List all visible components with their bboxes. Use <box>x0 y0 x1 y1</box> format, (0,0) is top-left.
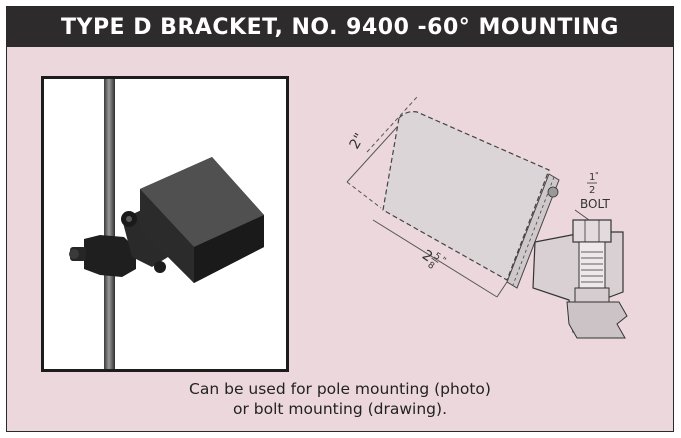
pole-mount-photo <box>41 76 289 372</box>
caption-line-1: Can be used for pole mounting (photo) <box>189 380 491 398</box>
mounting-plate <box>506 173 560 289</box>
svg-text:5: 5 <box>432 251 442 262</box>
pole <box>104 79 115 369</box>
bolt-head <box>572 219 612 243</box>
bolt-size-label: 1 " 2 BOLT <box>580 171 611 211</box>
enclosure-outline <box>382 111 550 281</box>
svg-text:": " <box>595 171 599 180</box>
clamp <box>84 235 136 277</box>
bolt-mount-drawing: 2" 2 5 8 " 1 " 2 BOLT <box>347 96 628 339</box>
svg-text:8: 8 <box>426 260 437 272</box>
dimension-height-label: 2" <box>347 131 369 152</box>
caption-line-2: or bolt mounting (drawing). <box>233 400 447 418</box>
page-title: TYPE D BRACKET, NO. 9400 -60° MOUNTING <box>7 7 673 47</box>
svg-text:BOLT: BOLT <box>580 197 611 211</box>
caption: Can be used for pole mounting (photo) or… <box>7 379 673 419</box>
pole-mount-illustration <box>44 79 286 369</box>
svg-text:": " <box>438 256 447 267</box>
svg-text:1: 1 <box>589 172 595 183</box>
nut <box>574 287 610 303</box>
svg-text:2: 2 <box>589 185 595 196</box>
bracket-info-panel: TYPE D BRACKET, NO. 9400 -60° MOUNTING <box>6 6 674 432</box>
